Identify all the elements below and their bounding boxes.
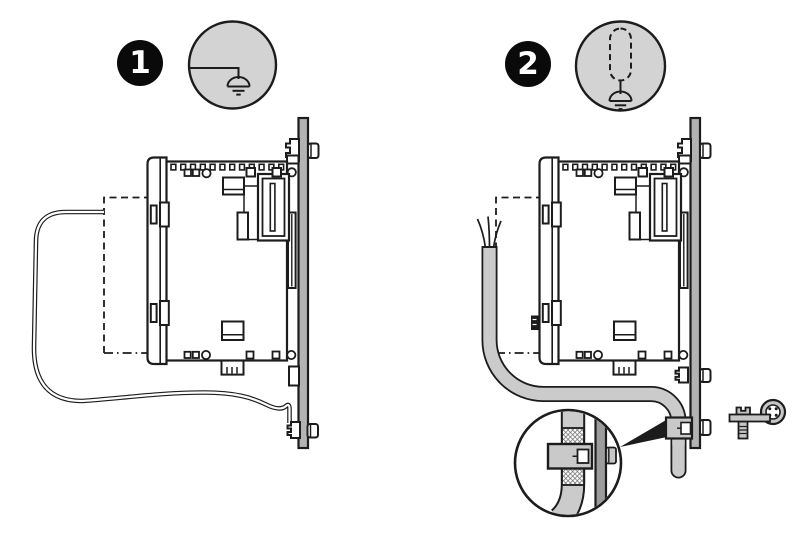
- step1-ground-symbol-circle: [187, 20, 278, 110]
- clamp-bolt: [699, 419, 712, 436]
- detail-zoom-circle: [513, 408, 623, 518]
- shielded-cable: [481, 246, 687, 479]
- bottom-mount-bolt: [306, 423, 319, 439]
- bottom-mount-bolt: [699, 368, 712, 383]
- shield-ground-clamp-magnified: [546, 442, 594, 470]
- side-connector-stub: [531, 315, 539, 330]
- figure-step2: [476, 116, 787, 518]
- earth-ground-icon: [189, 67, 251, 96]
- shield-ground-clamp: [664, 416, 694, 440]
- stripped-wire-ends: [476, 216, 502, 249]
- step-1-badge: 1: [117, 40, 163, 86]
- clamp-tab: [735, 406, 751, 416]
- ground-wire: [31, 209, 292, 423]
- panel-bracket: [288, 365, 300, 387]
- clamp-screw: [737, 420, 749, 440]
- clamp-plate: [728, 413, 771, 423]
- clamp-bolt-magnified: [605, 446, 617, 465]
- cable-shield-ground-icon: [608, 27, 633, 111]
- bottom-mount-clip: [674, 366, 689, 384]
- ground-clamp-and-screw-icon: [728, 398, 787, 440]
- figure-step1: [31, 116, 320, 450]
- bottom-mount-clip: [286, 421, 301, 439]
- detail-pointer-wedge: [620, 419, 667, 447]
- device-side-view: [146, 116, 320, 450]
- step2-ground-symbol-circle: [574, 20, 667, 112]
- step-2-badge: 2: [505, 41, 551, 87]
